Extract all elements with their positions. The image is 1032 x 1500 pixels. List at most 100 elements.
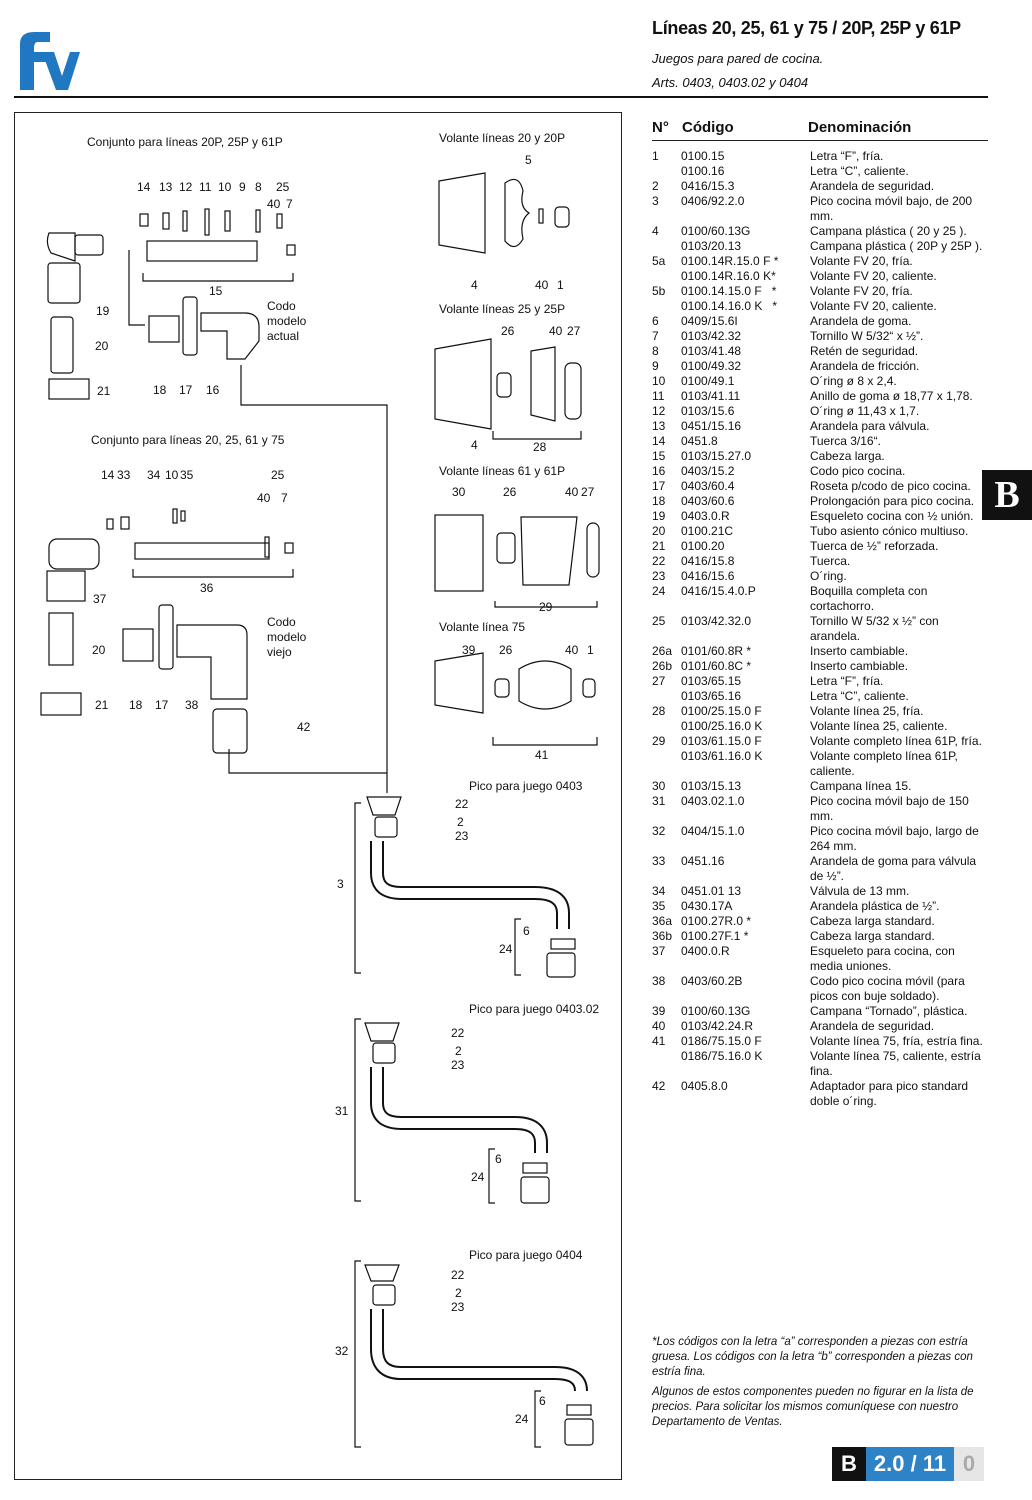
pico-0403-title: Pico para juego 0403 <box>469 779 583 793</box>
col-number: N° <box>652 119 669 136</box>
row-number <box>652 299 681 314</box>
footnote-star: *Los códigos con la letra “a” correspond… <box>652 1336 973 1378</box>
row-number: 6 <box>652 314 659 328</box>
row-code: 0100/25.16.0 K <box>681 719 763 733</box>
row-number: 22 <box>652 554 666 568</box>
callout: 14 <box>101 468 115 482</box>
col-name: Denominación <box>808 119 912 136</box>
row-number: 42 <box>652 1079 666 1093</box>
row-code: 0451.8 <box>681 434 718 448</box>
row-name: Volante FV 20, fría. <box>810 284 913 298</box>
callout: 36 <box>200 581 214 595</box>
row-name: O´ring ø 11,43 x 1,7. <box>810 404 920 418</box>
row-code: 0100.16 <box>681 164 725 178</box>
pico-040302-title: Pico para juego 0403.02 <box>469 1002 599 1016</box>
row-name: Cabeza larga standard. <box>810 914 935 928</box>
callout: 14 <box>137 180 151 194</box>
row-number <box>652 1049 681 1079</box>
callout: 3 <box>337 877 344 891</box>
row-code: 0100.14.16.0 K * <box>681 299 778 313</box>
row-number: 15 <box>652 449 666 463</box>
row-name: Pico cocina móvil bajo, largo de 264 mm. <box>810 824 979 853</box>
callout: 31 <box>335 1104 349 1118</box>
callout: 22 <box>451 1026 465 1040</box>
row-number: 8 <box>652 344 659 358</box>
row-code: 0100/25.15.0 F <box>681 704 762 718</box>
article-numbers: Arts. 0403, 0403.02 y 0404 <box>652 75 809 90</box>
callout: 6 <box>523 924 530 938</box>
row-name: Prolongación para pico cocina. <box>810 494 975 508</box>
row-number: 7 <box>652 329 659 343</box>
callout: 34 <box>147 468 161 482</box>
row-name: Cabeza larga. <box>810 449 885 463</box>
callout: 40 <box>565 485 579 499</box>
header-rule <box>14 96 988 98</box>
row-code: 0403/60.4 <box>681 479 735 493</box>
callout: 24 <box>499 942 513 956</box>
row-code: 0409/15.6I <box>681 314 738 328</box>
callout: 10 <box>218 180 232 194</box>
callout: 2 <box>457 815 464 829</box>
row-number <box>652 239 681 254</box>
table-row: 0100.14R.16.0 K*Volante FV 20, caliente. <box>652 269 988 284</box>
row-code: 0403.02.1.0 <box>681 794 745 808</box>
row-name: Arandela de goma. <box>810 314 912 328</box>
callout: 38 <box>185 698 199 712</box>
row-code: 0186/75.15.0 F <box>681 1034 762 1048</box>
table-header: N° Código Denominación <box>652 112 988 141</box>
row-code: 0103/41.48 <box>681 344 742 358</box>
callout: 7 <box>286 197 293 211</box>
callout: 23 <box>451 1300 465 1314</box>
callout: 40 <box>535 278 549 292</box>
pico-040302-drawing <box>364 1022 550 1204</box>
row-name: Tornillo W 5/32“ x ½”. <box>810 329 924 343</box>
page-title: Líneas 20, 25, 61 y 75 / 20P, 25P y 61P <box>652 18 961 38</box>
row-code: 0430.17A <box>681 899 733 913</box>
callout: 12 <box>179 180 193 194</box>
row-code: 0103/20.13 <box>681 239 742 253</box>
row-name: Letra “C”, caliente. <box>810 164 909 178</box>
callout: 19 <box>96 304 110 318</box>
row-number <box>652 689 681 704</box>
row-number: 28 <box>652 704 666 718</box>
volante-25-title: Volante líneas 25 y 25P <box>439 302 565 316</box>
callout: 26 <box>499 643 513 657</box>
row-name: Volante FV 20, fría. <box>810 254 913 268</box>
row-number: 11 <box>652 389 665 403</box>
callout: 40 <box>565 643 579 657</box>
row-code: 0451/15.16 <box>681 419 742 433</box>
row-number: 33 <box>652 854 666 868</box>
row-name: Volante línea 75, fría, estría fina. <box>810 1034 983 1048</box>
callout: 10 <box>165 468 179 482</box>
callout: 18 <box>153 383 167 397</box>
row-name: Anillo de goma ø 18,77 x 1,78. <box>810 389 973 403</box>
callout: 13 <box>159 180 173 194</box>
pico-0404-title: Pico para juego 0404 <box>469 1248 583 1262</box>
row-code: 0416/15.8 <box>681 554 735 568</box>
row-number <box>652 749 681 779</box>
callout: 2 <box>455 1286 462 1300</box>
row-name: Campana plástica ( 20 y 25 ). <box>810 224 967 238</box>
table-row: 6 0409/15.6I Arandela de goma. <box>652 314 988 329</box>
row-code: 0103/15.13 <box>681 779 742 793</box>
callout: 27 <box>567 324 581 338</box>
row-code: 0100/49.1 <box>681 374 735 388</box>
row-code: 0100.14R.16.0 K* <box>681 269 776 283</box>
callout: 40 <box>549 324 563 338</box>
row-number: 23 <box>652 569 666 583</box>
